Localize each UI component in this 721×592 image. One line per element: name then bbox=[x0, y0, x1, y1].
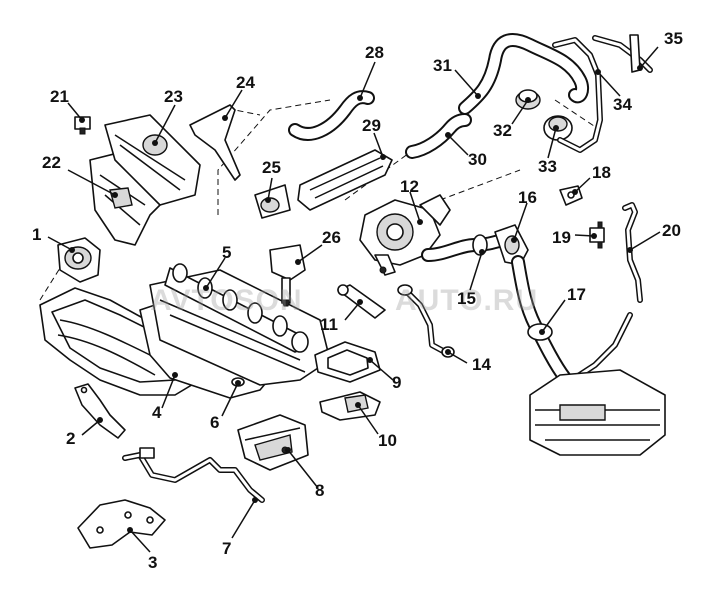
part-20-breather-tube bbox=[572, 202, 643, 381]
callout-23: 23 bbox=[164, 87, 183, 106]
callout-19: 19 bbox=[552, 228, 571, 247]
callout-12: 12 bbox=[400, 177, 419, 196]
callout-7: 7 bbox=[222, 539, 231, 558]
intercooler-box bbox=[529, 369, 666, 456]
callout-22: 22 bbox=[42, 153, 61, 172]
callout-26: 26 bbox=[322, 228, 341, 247]
callout-31: 31 bbox=[433, 56, 452, 75]
callout-30: 30 bbox=[468, 150, 487, 169]
callout-4: 4 bbox=[152, 403, 162, 422]
callout-1: 1 bbox=[32, 225, 41, 244]
watermark: AVTOSON AUTO.RU bbox=[150, 284, 538, 317]
callout-11: 11 bbox=[320, 315, 338, 334]
callout-labels: 1 2 3 4 5 6 7 8 9 10 11 12 14 15 16 17 1… bbox=[32, 29, 683, 572]
callout-21: 21 bbox=[50, 87, 69, 106]
callout-2: 2 bbox=[66, 429, 75, 448]
callout-34: 34 bbox=[613, 95, 632, 114]
callout-6: 6 bbox=[210, 413, 219, 432]
watermark-right: AUTO.RU bbox=[395, 284, 538, 317]
part-31-intake-pipe bbox=[458, 33, 590, 115]
part-26-ignition-coil bbox=[269, 244, 306, 307]
part-1-throttle-body bbox=[57, 237, 101, 283]
callout-16: 16 bbox=[518, 188, 537, 207]
callout-5: 5 bbox=[222, 243, 231, 262]
callout-35: 35 bbox=[664, 29, 683, 48]
part-10-actuator bbox=[319, 391, 381, 421]
callout-15: 15 bbox=[457, 289, 476, 308]
part-25-coupling bbox=[254, 184, 291, 219]
part-35-bracket bbox=[592, 34, 653, 73]
part-17-intercooler-hose bbox=[511, 255, 572, 385]
callout-32: 32 bbox=[493, 121, 512, 140]
part-16-coupler bbox=[494, 224, 529, 266]
callout-24: 24 bbox=[236, 73, 255, 92]
callout-3: 3 bbox=[148, 553, 157, 572]
callout-20: 20 bbox=[662, 221, 681, 240]
part-8-control-unit bbox=[237, 414, 309, 471]
callout-28: 28 bbox=[365, 43, 384, 62]
callout-25: 25 bbox=[262, 158, 281, 177]
part-29-intake-duct bbox=[297, 149, 393, 211]
part-12-turbocharger bbox=[359, 194, 451, 276]
callout-18: 18 bbox=[592, 163, 611, 182]
callout-10: 10 bbox=[378, 431, 397, 450]
watermark-left: AVTOSON bbox=[150, 284, 303, 317]
part-28-upper-hose bbox=[288, 90, 375, 141]
leader-lines bbox=[47, 46, 661, 553]
part-9-gasket bbox=[314, 341, 381, 383]
callout-9: 9 bbox=[392, 373, 401, 392]
part-30-hose bbox=[405, 113, 472, 159]
callout-17: 17 bbox=[567, 285, 586, 304]
part-5-camshaft bbox=[164, 263, 309, 353]
part-4-heat-shield bbox=[39, 287, 201, 396]
part-34-vacuum-line bbox=[552, 37, 603, 153]
part-2-small-bracket bbox=[74, 383, 126, 439]
part-3-mounting-bracket bbox=[77, 499, 166, 549]
callout-29: 29 bbox=[362, 116, 381, 135]
callout-14: 14 bbox=[472, 355, 491, 374]
part-7-hose-line bbox=[122, 447, 265, 503]
assembly-guide-lines bbox=[39, 99, 601, 301]
callout-33: 33 bbox=[538, 157, 557, 176]
callout-8: 8 bbox=[315, 481, 324, 500]
part-14-oil-line bbox=[397, 284, 455, 358]
part-21-sensor bbox=[74, 116, 91, 135]
